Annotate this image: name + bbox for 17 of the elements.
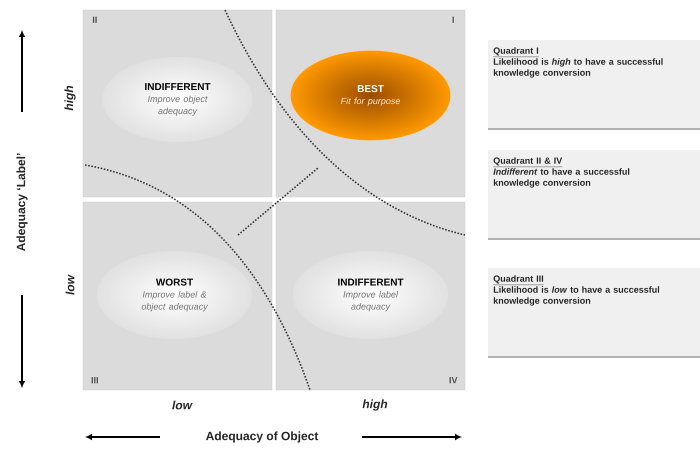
quadrant-number: I <box>452 16 454 23</box>
oval-label: BEST Fit for purpose <box>290 50 451 141</box>
axis-title: Adequacy ‘Label’ <box>16 153 28 252</box>
oval-label: INDIFFERENT Improve object adequacy <box>145 83 210 116</box>
axis-value: low <box>172 400 193 410</box>
quadrant-number: II <box>92 16 97 23</box>
note-box: Quadrant I Likelihood is high to have a successful knowledge conversion <box>488 40 700 130</box>
note-box: Quadrant III Likelihood is low to have a successful knowledge conversion <box>488 268 700 358</box>
axis-value: high <box>362 399 388 411</box>
axis-value: high <box>64 86 76 110</box>
quadrant-number: III <box>92 377 98 384</box>
oval-label: WORST Improve label & object adequacy <box>142 278 208 312</box>
quadrant-number: IV <box>450 377 458 384</box>
axis-value: low <box>66 274 74 295</box>
axis-title: Adequacy of Object <box>206 431 318 443</box>
note-box: Quadrant II & IV Indifferent to have a successful knowledge conversion <box>488 150 700 240</box>
oval-label: INDIFFERENT Improve label adequacy <box>338 278 404 312</box>
